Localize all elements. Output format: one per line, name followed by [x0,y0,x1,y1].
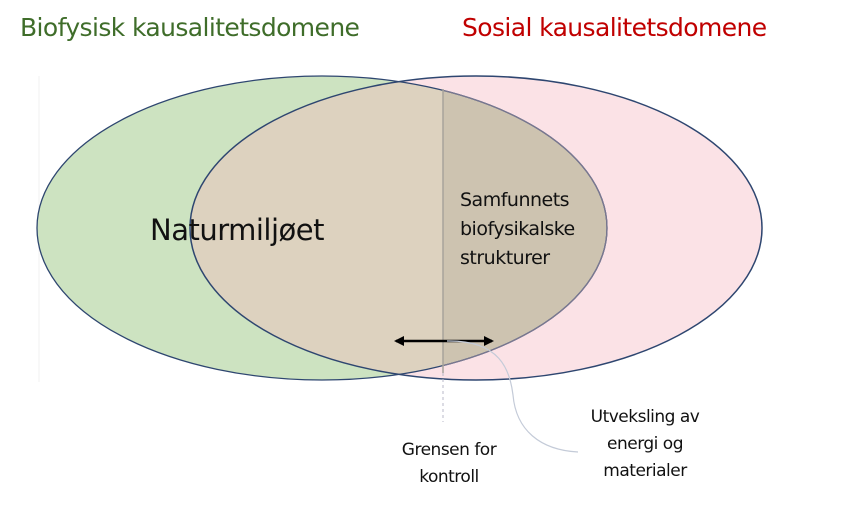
society-label-line: Samfunnets [460,189,570,211]
social-ellipse-outline [189,75,763,381]
control-boundary-label: Grensen for kontroll [384,437,514,491]
society-label-line: biofysikalske [460,218,575,240]
society-label-line: strukturer [460,247,550,269]
control-label-line: Grensen for [401,440,497,460]
nature-environment-label: Naturmiljøet [150,213,325,247]
society-structures-region [443,76,607,380]
exchange-connector-curve [446,340,579,453]
society-structures-label: Samfunnets biofysikalske strukturer [460,186,575,273]
biophysical-domain-title: Biofysisk kausalitetsdomene [20,13,360,42]
exchange-label-line: materialer [603,461,687,481]
exchange-label: Utveksling av energi og materialer [570,404,720,485]
social-domain-title: Sosial kausalitetsdomene [462,13,767,42]
exchange-label-line: energi og [607,434,684,454]
exchange-label-line: Utveksling av [590,407,700,427]
control-label-line: kontroll [419,467,479,487]
